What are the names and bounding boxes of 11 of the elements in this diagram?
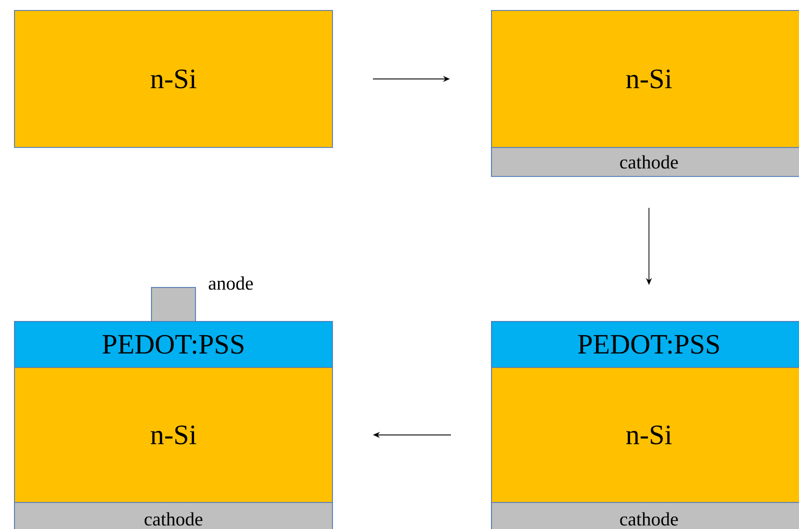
contact-box (151, 287, 196, 322)
silicon-layer: n-Si (14, 366, 333, 503)
pedot-layer: PEDOT:PSS (14, 320, 333, 368)
silicon-layer: n-Si (14, 10, 333, 148)
silicon-layer: n-Si (491, 366, 799, 503)
cathode-layer: cathode (491, 502, 799, 529)
part-label: anode (208, 276, 253, 290)
cathode-layer: cathode (14, 502, 333, 529)
pedot-layer: PEDOT:PSS (491, 320, 799, 368)
silicon-layer: n-Si (491, 10, 799, 148)
cathode-layer: cathode (491, 147, 799, 177)
